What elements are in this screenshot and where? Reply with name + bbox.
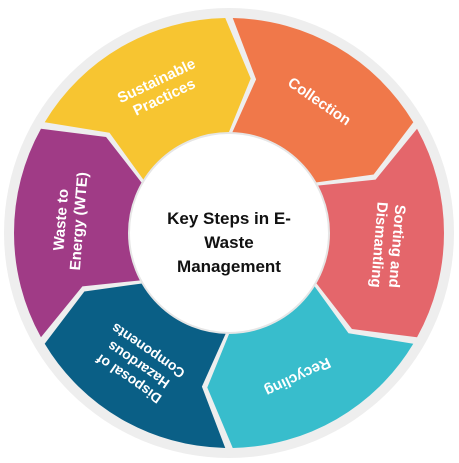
segment-label-waste-to-energy-wte-line-1: Waste to xyxy=(50,188,72,251)
segment-sustainable-practices xyxy=(44,18,251,184)
segment-sorting-and-dismantling xyxy=(313,128,444,338)
center-title-line-3: Management xyxy=(177,257,281,276)
segment-waste-to-energy-wte xyxy=(14,128,145,338)
center-title-line-2: Waste xyxy=(204,233,253,252)
center-circle xyxy=(128,132,330,334)
segment-disposal-of-hazardous-components xyxy=(44,282,228,448)
center-title-line-1: Key Steps in E- xyxy=(167,209,291,228)
segment-recycling xyxy=(207,282,414,448)
segment-label-sorting-and-dismantling-line-1: Sorting and xyxy=(385,204,408,288)
segment-collection xyxy=(230,18,414,184)
segment-label-sorting-and-dismantling-line-2: Dismantling xyxy=(367,201,391,288)
